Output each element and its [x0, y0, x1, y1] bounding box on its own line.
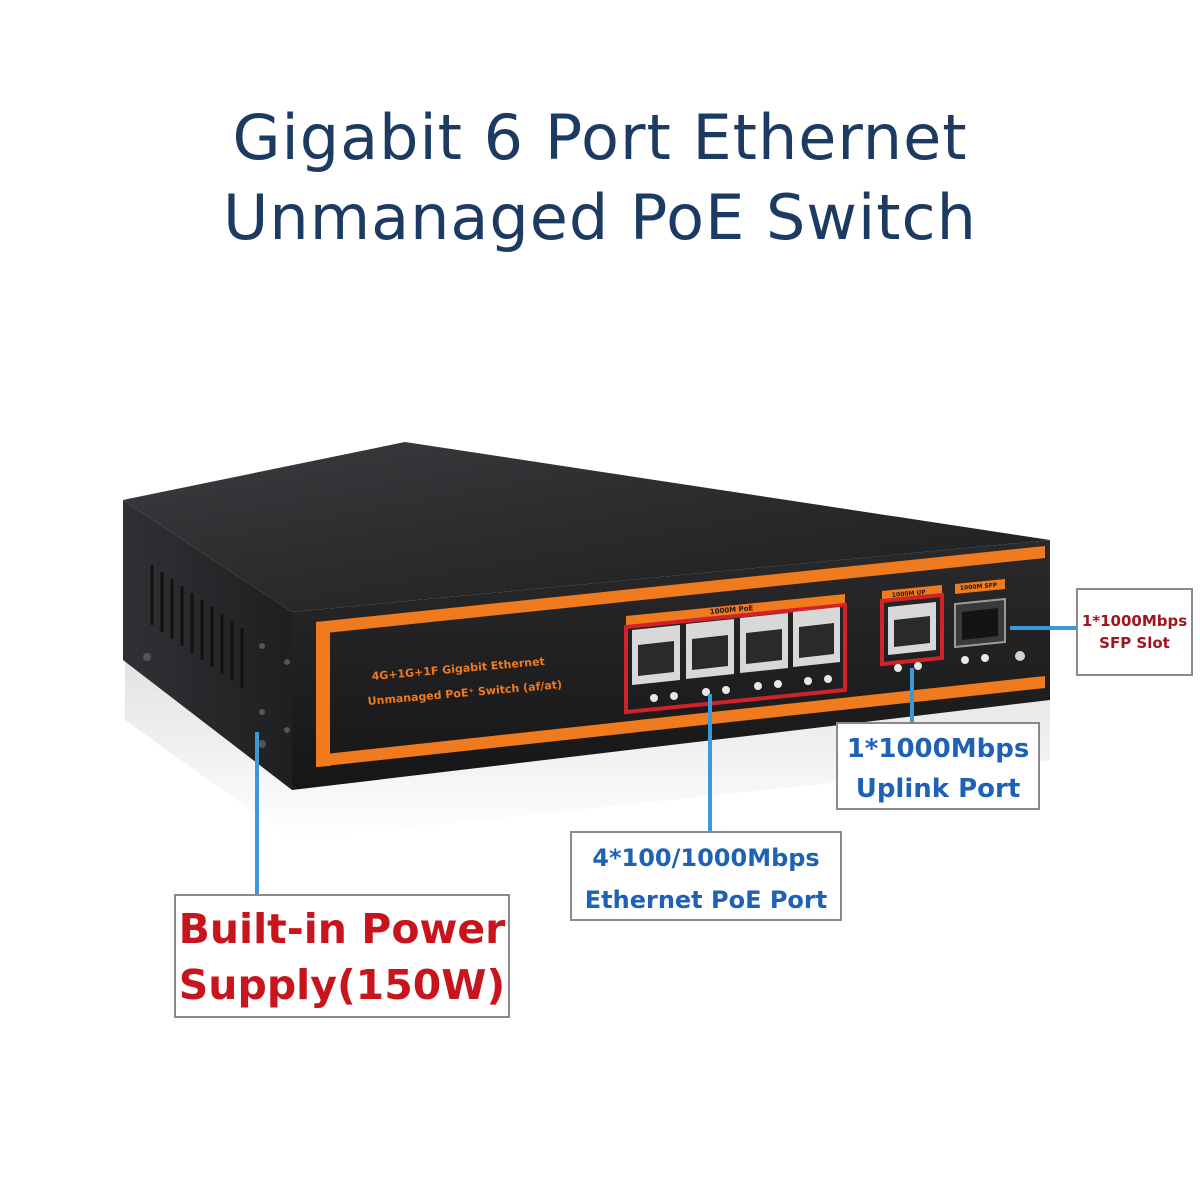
poe-port-group: 1000M PoE — [624, 594, 847, 715]
uplink-port-group: 1000M UP — [880, 585, 944, 672]
leader-lines — [255, 626, 1076, 894]
uplink-port-callout: 1*1000Mbps Uplink Port — [836, 722, 1040, 810]
sfp-group-label: 1000M SFP — [960, 582, 999, 592]
power-callout-line-2: Supply(150W) — [178, 961, 506, 1009]
title-line-1: Gigabit 6 Port Ethernet — [232, 101, 968, 174]
sfp-callout-line-2: SFP Slot — [1099, 634, 1170, 652]
uplink-callout-line-2: Uplink Port — [855, 774, 1021, 804]
sfp-slot-group: 1000M SFP — [954, 579, 1025, 664]
power-supply-callout: Built-in Power Supply(150W) — [174, 894, 510, 1018]
poe-led-row — [650, 675, 832, 702]
uplink-callout-line-1: 1*1000Mbps — [846, 734, 1030, 764]
chassis-top — [123, 442, 1050, 612]
poe-port-1 — [632, 625, 680, 685]
poe-group-label: 1000M PoE — [709, 604, 753, 616]
power-callout-line-1: Built-in Power — [178, 905, 506, 953]
uplink-group-label: 1000M UP — [892, 589, 927, 599]
orange-stripe-top — [316, 546, 1045, 634]
poe-callout-line-2: Ethernet PoE Port — [584, 886, 828, 914]
chassis-side — [123, 500, 292, 790]
title-line-2: Unmanaged PoE Switch — [223, 181, 977, 254]
sfp-slot-callout: 1*1000Mbps SFP Slot — [1076, 588, 1193, 676]
poe-callout-line-1: 4*100/1000Mbps — [592, 844, 820, 872]
side-screws — [143, 643, 290, 748]
orange-stripe-bottom — [316, 676, 1045, 767]
poe-port-2 — [686, 619, 734, 679]
sfp-callout-line-1: 1*1000Mbps — [1081, 612, 1188, 630]
poe-port-4 — [793, 607, 840, 667]
side-vents — [150, 565, 244, 688]
orange-bar-left — [316, 621, 330, 767]
poe-port-callout: 4*100/1000Mbps Ethernet PoE Port — [570, 831, 842, 921]
poe-port-3 — [740, 613, 788, 673]
